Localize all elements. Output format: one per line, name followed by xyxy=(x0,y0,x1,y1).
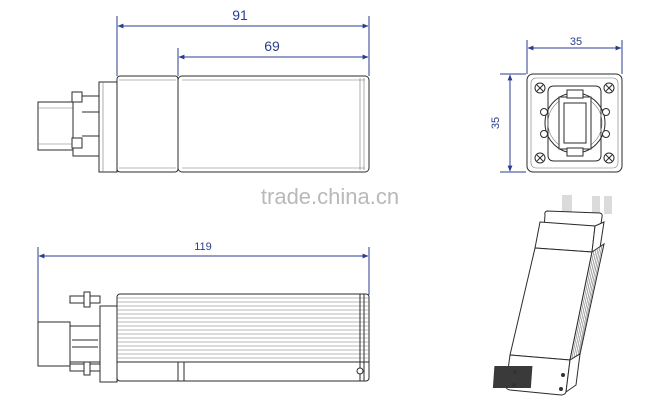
dimension-label-35-width: 35 xyxy=(570,36,582,48)
dimension-69: 69 xyxy=(177,38,369,76)
dimension-label-69: 69 xyxy=(264,38,280,54)
screw-icon xyxy=(513,370,517,374)
screw-icon xyxy=(603,152,615,164)
screw-icon xyxy=(603,82,615,94)
screw-icon xyxy=(561,373,565,377)
side-view: 119 xyxy=(37,241,370,383)
iso-body xyxy=(492,242,605,396)
heatsink-body-side xyxy=(116,293,370,382)
vent-grille-icon xyxy=(492,366,533,388)
watermark: trade.china.cn xyxy=(261,184,399,209)
screw-icon xyxy=(559,387,563,391)
dimension-label-119: 119 xyxy=(194,241,212,253)
screw-icon xyxy=(356,367,364,375)
screw-icon xyxy=(512,383,516,387)
iso-pins xyxy=(562,195,612,217)
iso-collar xyxy=(534,210,605,253)
pin-connector xyxy=(37,81,118,173)
dimension-35-width: 35 xyxy=(526,36,623,74)
screw-icon xyxy=(534,152,546,164)
pin-hole-icon xyxy=(540,108,548,116)
top-view: 91 69 xyxy=(37,7,370,173)
isometric-view xyxy=(492,195,612,396)
pin-hole-icon xyxy=(540,130,548,138)
dimension-119: 119 xyxy=(37,241,370,330)
dimension-91: 91 xyxy=(116,7,370,76)
pins-side xyxy=(69,291,101,376)
collar xyxy=(116,75,179,173)
dimension-label-35-height: 35 xyxy=(490,117,502,129)
dimension-label-91: 91 xyxy=(232,7,248,23)
pin-hole-icon xyxy=(602,108,610,116)
pin-hole-icon xyxy=(602,130,610,138)
front-view: 35 35 xyxy=(490,36,623,173)
connector-side xyxy=(37,305,118,383)
dimension-35-height: 35 xyxy=(490,73,526,173)
screw-icon xyxy=(534,82,546,94)
heatsink-body-top xyxy=(177,75,370,173)
